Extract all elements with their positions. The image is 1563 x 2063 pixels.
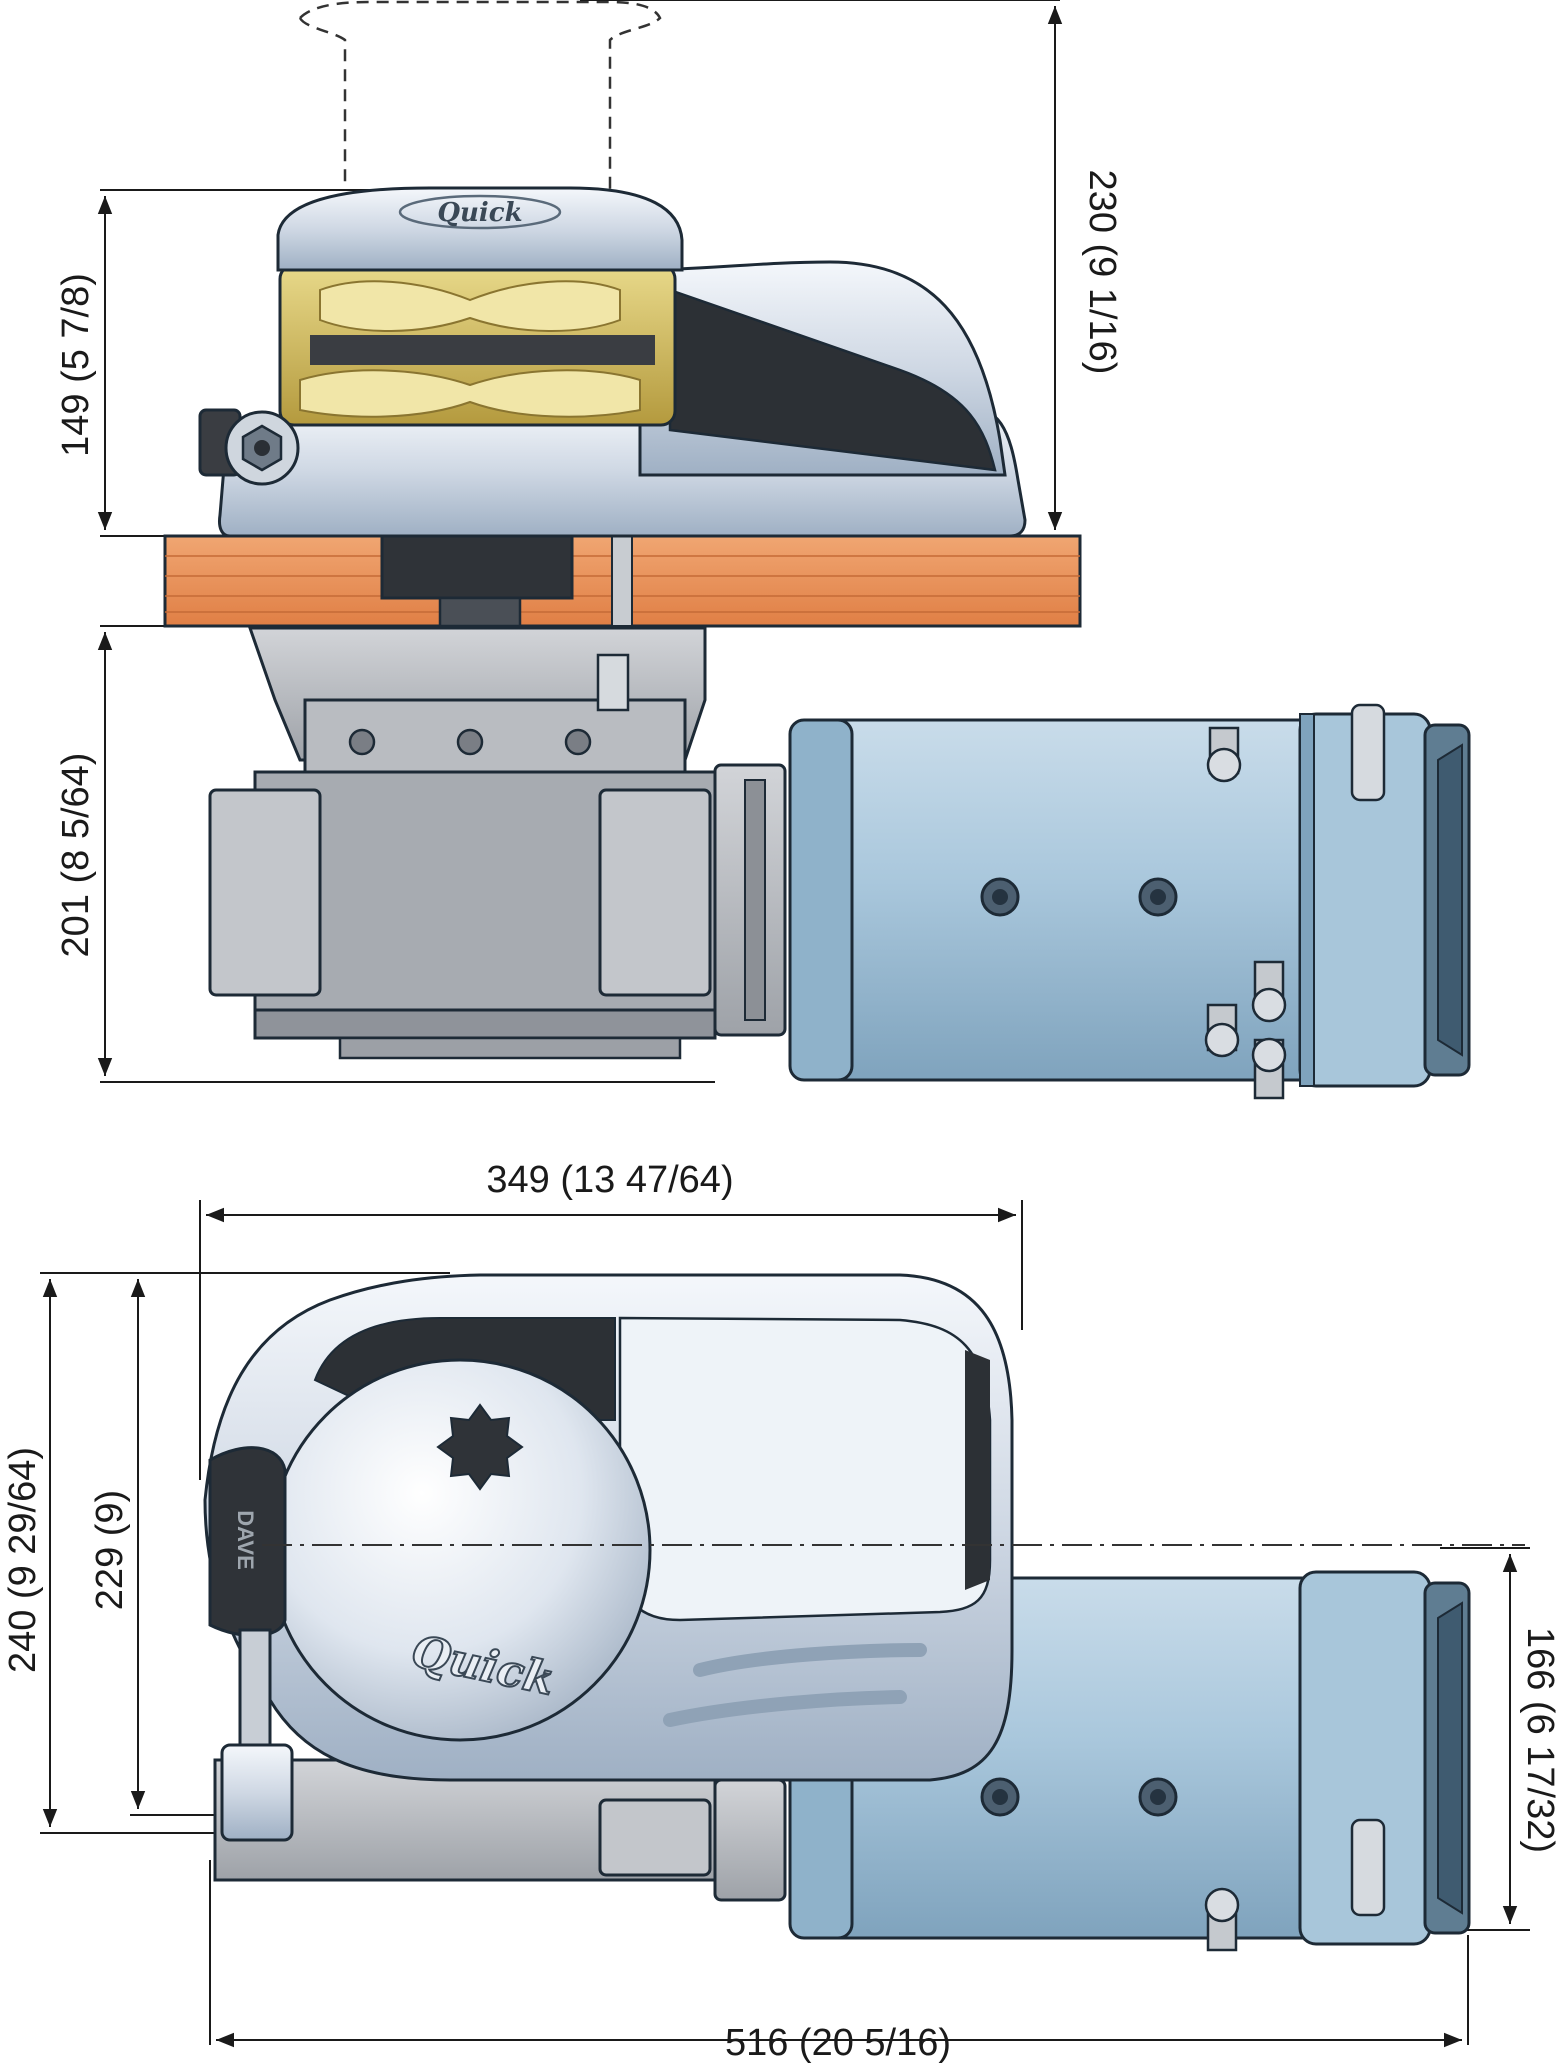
motor-clamp-icon: [1350, 703, 1386, 802]
motor-terminal-icon: [1204, 1887, 1240, 1952]
motor: [788, 703, 1471, 1100]
total-height-label: 230 (9 1/16): [1081, 170, 1123, 375]
above-deck-height-label: 149 (5 7/8): [55, 273, 97, 457]
motor-terminal-icon: [1206, 726, 1242, 783]
overall-length-label: 516 (20 5/16): [725, 2022, 951, 2063]
overall-width-label: 240 (9 29/64): [2, 1447, 44, 1673]
motor-terminal-icon: [1251, 960, 1287, 1023]
below-deck-height-label: 201 (8 5/64): [55, 753, 97, 958]
windlass-cover-top: Quick DAVE: [203, 1273, 1014, 1842]
motor-clamp-icon: [1350, 1818, 1386, 1917]
lever-handle-icon: [220, 1743, 294, 1842]
motor-diameter-label: 166 (6 17/32): [1519, 1627, 1561, 1853]
cover-length-label: 349 (13 47/64): [486, 1159, 733, 1201]
lever-mark: DAVE: [233, 1510, 258, 1570]
deck-plank: [163, 534, 1082, 628]
winch-socket-icon: [436, 1403, 524, 1491]
motor-terminal-icon: [1204, 1003, 1240, 1058]
brand-logo: Quick: [437, 198, 522, 228]
capstan-option-outline: [298, 0, 662, 210]
side-view: Quick 230 (9 1/16) 149 (5 7/8) 201 (8 5/…: [55, 0, 1471, 1100]
motor-flange: [713, 1778, 787, 1902]
gearbox: [208, 626, 717, 1060]
cover-width-label: 229 (9): [89, 1490, 131, 1610]
motor-terminal-icon: [1251, 1037, 1287, 1100]
top-view: Quick DAVE 349 (13 47/64) 240 (9 29/64) …: [2, 1159, 1561, 2063]
windlass-body: Quick: [198, 186, 1027, 538]
